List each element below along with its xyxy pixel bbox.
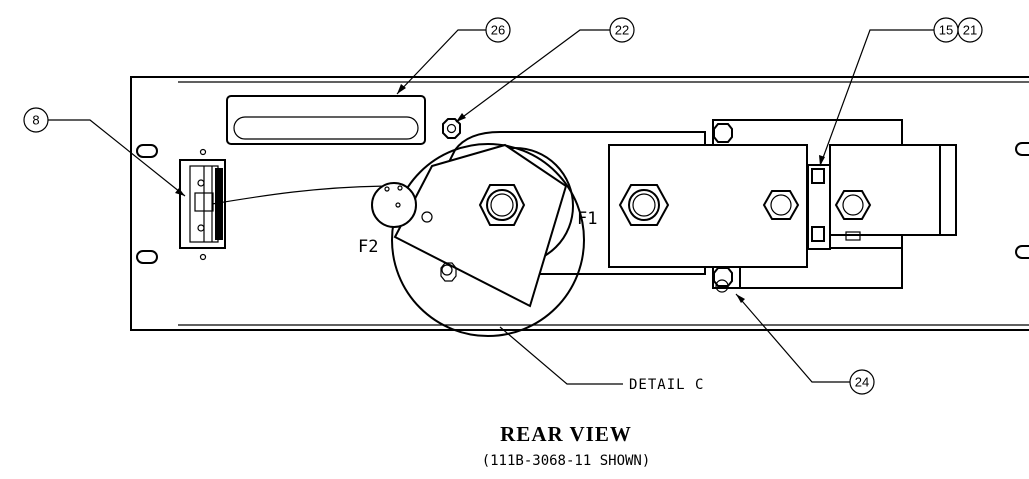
plate-hole — [421, 211, 433, 223]
callout-21-number: 21 — [963, 23, 977, 38]
callout-15-21: 15 21 — [819, 17, 983, 167]
bus-bar-assembly — [807, 144, 957, 250]
callout-22-number: 22 — [615, 23, 629, 38]
callout-24-number: 24 — [855, 375, 869, 390]
terminal-plate — [393, 143, 568, 308]
plate-hole — [441, 264, 453, 276]
edge-connector — [179, 148, 226, 261]
hex-nut — [713, 123, 733, 143]
fuse-f1-block — [608, 144, 808, 268]
detail-c-circle — [391, 143, 585, 337]
plate-nut — [440, 262, 457, 282]
callout-15-number: 15 — [939, 23, 953, 38]
signal-wire — [211, 185, 396, 205]
callout-8: 8 — [23, 107, 186, 197]
callout-26-number: 26 — [491, 23, 505, 38]
terminal-nut — [478, 184, 526, 226]
callout-detail-c: DETAIL C — [499, 326, 704, 393]
callout-8-number: 8 — [32, 113, 39, 128]
rack-mount-slots — [136, 142, 1029, 264]
fuse-f1-label: F1 — [577, 209, 597, 229]
hex-nut — [713, 267, 733, 287]
detail-c-label: DETAIL C — [629, 377, 704, 393]
caption-title: REAR VIEW — [500, 422, 632, 446]
rear-panel — [130, 76, 1029, 331]
caption-subtitle: (111B-3068-11 SHOWN) — [482, 453, 651, 469]
ground-washer-24 — [715, 279, 729, 293]
hex-nut-22 — [442, 118, 461, 139]
callout-22: 22 — [455, 17, 635, 123]
fuse-f2-label: F2 — [358, 237, 378, 257]
fuse-f2-holder — [371, 182, 417, 228]
panel-handle — [226, 95, 426, 145]
callout-24: 24 — [735, 293, 875, 395]
callout-26: 26 — [396, 17, 511, 95]
